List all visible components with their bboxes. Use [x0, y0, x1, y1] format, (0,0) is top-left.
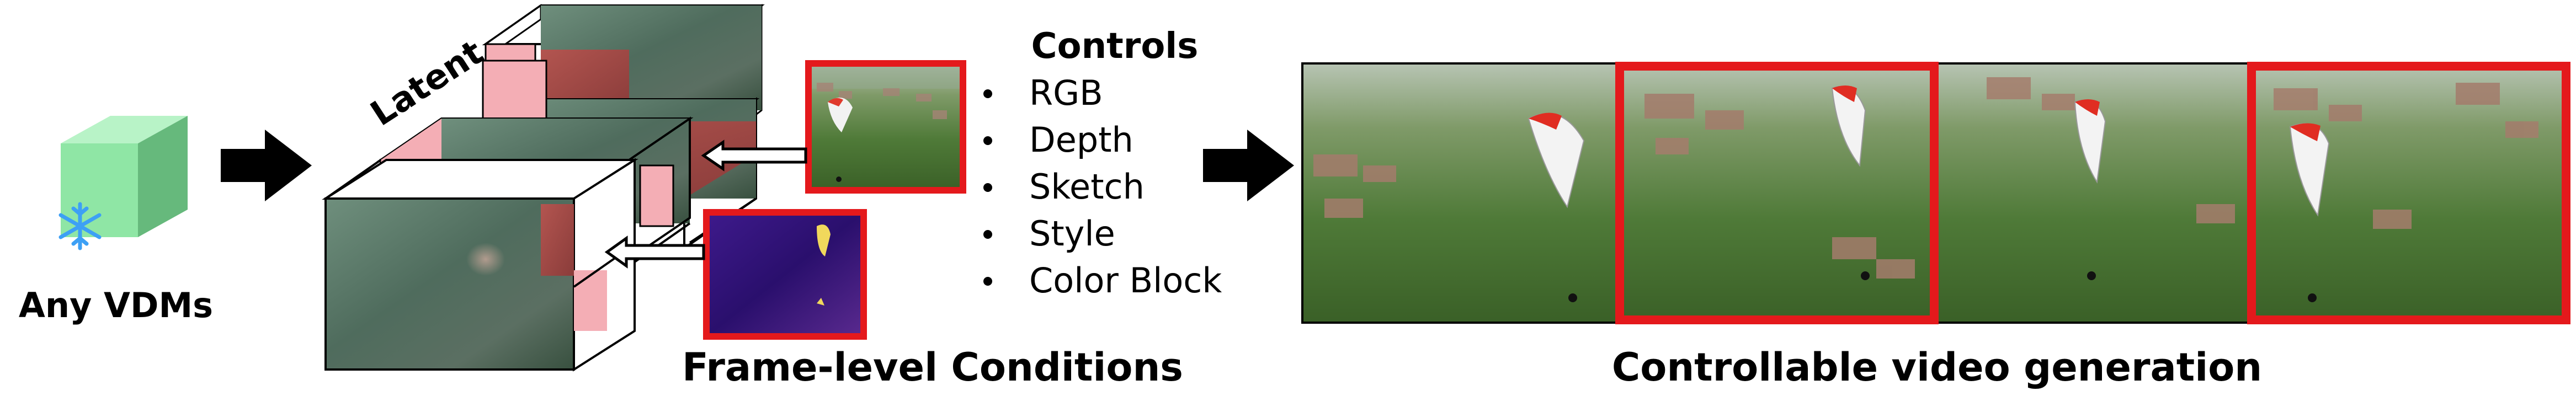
bullet-icon [983, 183, 992, 192]
arrow-right-icon [221, 130, 312, 201]
control-item-style: Style [1029, 213, 1115, 254]
condition-arrow-upper [701, 140, 807, 172]
latent-stack [322, 3, 765, 372]
condition-arrow-lower [604, 236, 705, 269]
paraglider-frame-2 [1831, 85, 1870, 280]
control-item-sketch: Sketch [1029, 167, 1145, 207]
arrow-right-icon [1203, 130, 1294, 201]
paraglider-frame-3 [2074, 99, 2106, 280]
paraglider-frame-4 [2289, 123, 2330, 302]
snowflake-icon [58, 202, 102, 250]
depth-condition-image [703, 209, 867, 340]
frame-conditions-label: Frame-level Conditions [682, 345, 1183, 390]
bullet-icon [983, 136, 992, 145]
control-item-color-block: Color Block [1029, 260, 1222, 301]
output-video-strip [1301, 62, 2570, 324]
paraglider-frame-1 [1527, 113, 1585, 302]
output-label: Controllable video generation [1612, 345, 2262, 390]
control-item-depth: Depth [1029, 120, 1133, 160]
controls-title: Controls [1031, 26, 1199, 67]
controls-list: RGB Depth Sketch Style Color Block [983, 73, 1222, 301]
vdm-cube-icon [61, 116, 188, 237]
rgb-condition-image [805, 60, 966, 194]
bullet-icon [983, 230, 992, 239]
highlighted-frame-2 [1615, 62, 1939, 324]
control-item-rgb: RGB [1029, 73, 1103, 113]
highlighted-frame-4 [2247, 62, 2570, 324]
bullet-icon [983, 89, 992, 98]
vdm-label: Any VDMs [19, 285, 213, 325]
bullet-icon [983, 277, 992, 286]
